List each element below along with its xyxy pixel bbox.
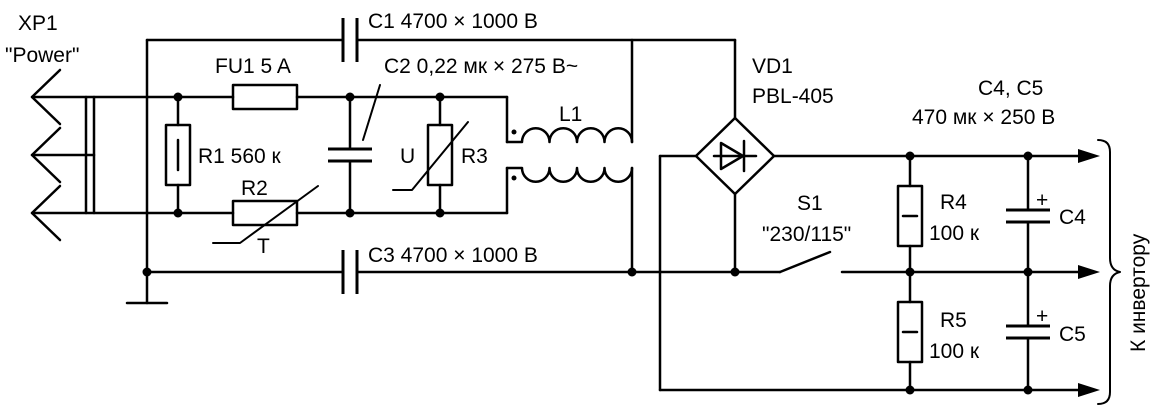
output-brace xyxy=(1097,139,1121,405)
thermistor-r2 xyxy=(212,185,319,244)
capacitor-c5 xyxy=(1006,324,1050,340)
label-l1: L1 xyxy=(559,103,582,126)
label-r2-t: T xyxy=(257,235,270,258)
capacitor-c1 xyxy=(341,18,359,62)
capacitor-c4 xyxy=(1006,208,1050,224)
label-s1: S1 xyxy=(797,192,823,215)
label-r4-value: 100 к xyxy=(929,222,980,245)
fuse-fu1 xyxy=(231,83,299,111)
label-u: U xyxy=(400,145,415,168)
label-r5: R5 xyxy=(940,309,967,332)
junction-dots xyxy=(142,92,1033,395)
capacitor-c3 xyxy=(341,250,359,294)
labels: XP1 "Power" FU1 5 A C1 4700 × 1000 B C2 … xyxy=(5,10,1150,363)
resistor-r1 xyxy=(164,123,192,187)
label-r4: R4 xyxy=(940,191,967,214)
label-s1-name: "230/115" xyxy=(762,223,851,246)
label-fu1: FU1 5 A xyxy=(215,55,291,78)
capacitor-c2 xyxy=(328,84,381,163)
diode-bridge-vd1 xyxy=(694,116,776,196)
label-c3: C3 4700 × 1000 B xyxy=(368,244,538,267)
inductor-l1 xyxy=(505,127,634,183)
label-c5: C5 xyxy=(1059,323,1086,346)
resistor-r4 xyxy=(896,184,924,248)
label-vd1-type: PBL-405 xyxy=(752,85,834,108)
label-r2: R2 xyxy=(241,177,268,200)
label-output: К инвертору xyxy=(1127,233,1150,352)
label-c1: C1 4700 × 1000 B xyxy=(368,10,538,33)
resistor-r5 xyxy=(896,300,924,364)
wiring xyxy=(30,38,1090,392)
label-r1: R1 560 к xyxy=(198,145,282,168)
label-c4c5: C4, C5 xyxy=(978,77,1043,100)
label-c2: C2 0,22 мк × 275 B~ xyxy=(384,55,578,78)
label-r3: R3 xyxy=(461,145,488,168)
label-plus-c5: + xyxy=(1036,305,1048,328)
switch-s1 xyxy=(733,250,832,274)
label-c4: C4 xyxy=(1059,206,1086,229)
output-arrows xyxy=(1078,149,1100,397)
label-plus-c4: + xyxy=(1036,189,1048,212)
label-r5-value: 100 к xyxy=(929,340,980,363)
label-xp1: XP1 xyxy=(18,12,58,35)
label-vd1: VD1 xyxy=(752,55,793,78)
varistor-r3 xyxy=(392,121,469,191)
label-xp1-name: "Power" xyxy=(5,44,79,67)
label-c4c5-value: 470 мк × 250 B xyxy=(912,106,1055,129)
